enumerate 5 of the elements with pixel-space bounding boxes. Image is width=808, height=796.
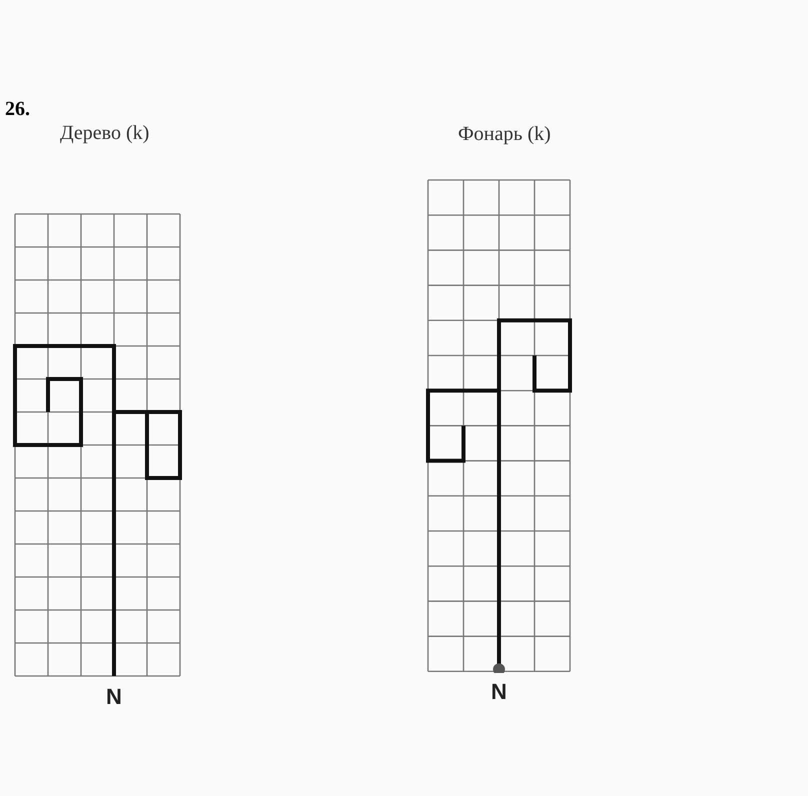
north-label: N xyxy=(491,679,507,706)
task-number: 26. xyxy=(5,98,30,121)
grid-heading: Фонарь (k) xyxy=(458,123,551,146)
grid-heading: Дерево (k) xyxy=(60,122,150,145)
north-label: N xyxy=(106,684,122,710)
